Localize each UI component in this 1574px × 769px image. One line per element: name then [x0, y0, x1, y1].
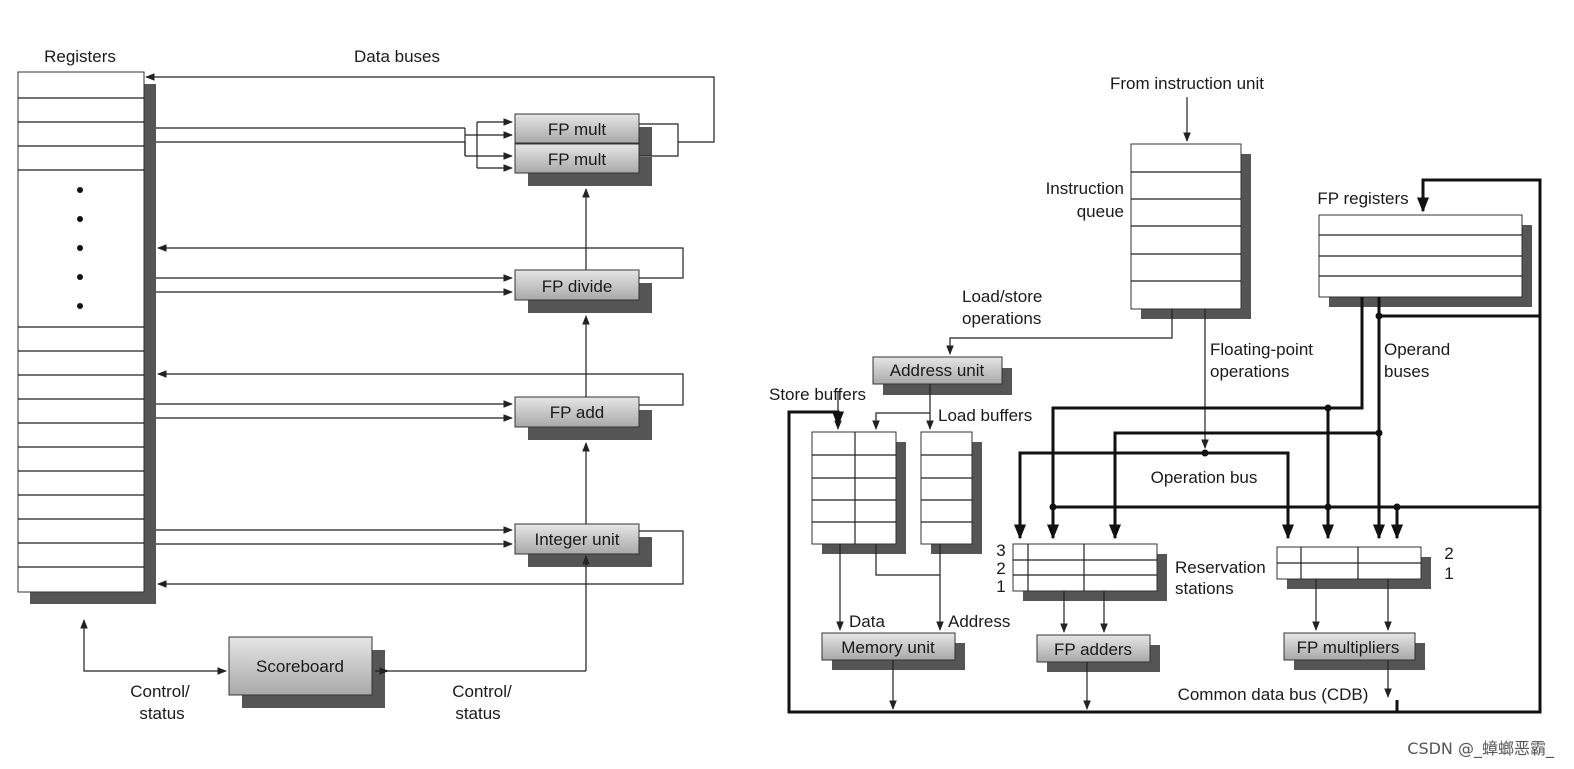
fp-mult-unit-1: FP mult: [514, 113, 652, 156]
fp-mult-unit-2: FP mult: [514, 143, 652, 186]
fp-mult-label-1: FP mult: [548, 120, 607, 139]
data-buses-label: Data buses: [354, 47, 440, 66]
left-data-bus-wires: [80, 73, 715, 675]
memory-unit-label: Memory unit: [841, 638, 935, 657]
scoreboard-diagram: Registers Data buses: [17, 47, 715, 723]
fp-add-unit: FP add: [514, 396, 652, 440]
load-buffers: [920, 431, 982, 554]
address-label: Address: [948, 612, 1010, 631]
instruction-queue-label-2: queue: [1077, 202, 1124, 221]
fp-divide-unit: FP divide: [514, 269, 652, 313]
adder-reservation-stations: [1012, 543, 1167, 601]
address-unit-label: Address unit: [890, 361, 985, 380]
load-store-label-1: Load/store: [962, 287, 1042, 306]
scoreboard-unit: Scoreboard: [228, 636, 385, 708]
memory-unit: Memory unit: [821, 632, 965, 670]
load-buffers-label: Load buffers: [938, 406, 1032, 425]
scoreboard-label: Scoreboard: [256, 657, 344, 676]
fp-registers-label: FP registers: [1317, 189, 1408, 208]
fp-adders-unit: FP adders: [1036, 634, 1160, 672]
integer-unit: Integer unit: [514, 523, 652, 567]
fp-add-label: FP add: [550, 403, 605, 422]
fp-multipliers-label: FP multipliers: [1297, 638, 1400, 657]
cdb-label: Common data bus (CDB): [1178, 685, 1369, 704]
instruction-queue-label-1: Instruction: [1046, 179, 1124, 198]
store-buffers-label: Store buffers: [769, 385, 866, 404]
floating-point-label-2: operations: [1210, 362, 1289, 381]
rs-left-1: 1: [996, 577, 1005, 596]
from-instruction-unit-label: From instruction unit: [1110, 74, 1264, 93]
rs-left-3: 3: [996, 541, 1005, 560]
rs-right-1: 1: [1444, 564, 1453, 583]
multiplier-reservation-stations: [1276, 546, 1431, 589]
address-unit: Address unit: [872, 356, 1012, 395]
rs-left-2: 2: [996, 559, 1005, 578]
fp-mult-label-2: FP mult: [548, 150, 607, 169]
integer-unit-label: Integer unit: [534, 530, 619, 549]
fp-divide-label: FP divide: [542, 277, 613, 296]
control-status-right-1: Control/: [452, 682, 512, 701]
operand-buses-label-2: buses: [1384, 362, 1429, 381]
instruction-queue: [1130, 143, 1251, 319]
register-file: [17, 71, 156, 604]
control-status-right-2: status: [455, 704, 500, 723]
fp-adders-label: FP adders: [1054, 640, 1132, 659]
tomasulo-diagram: From instruction unit Instruction queue …: [769, 74, 1542, 714]
reservation-stations-label-1: Reservation: [1175, 558, 1266, 577]
load-store-label-2: operations: [962, 309, 1041, 328]
control-status-left-1: Control/: [130, 682, 190, 701]
floating-point-label-1: Floating-point: [1210, 340, 1313, 359]
reservation-stations-label-2: stations: [1175, 579, 1234, 598]
fp-multipliers-unit: FP multipliers: [1283, 632, 1425, 670]
fp-register-file: [1318, 214, 1532, 307]
rs-right-2: 2: [1444, 544, 1453, 563]
data-label: Data: [849, 612, 885, 631]
control-status-left-2: status: [139, 704, 184, 723]
store-buffers: [811, 431, 906, 554]
csdn-watermark: CSDN @_蟑螂恶霸_: [1407, 739, 1555, 759]
registers-label: Registers: [44, 47, 116, 66]
operand-buses-label-1: Operand: [1384, 340, 1450, 359]
tomasulo-thick-buses: [787, 178, 1542, 714]
operation-bus-label: Operation bus: [1151, 468, 1258, 487]
